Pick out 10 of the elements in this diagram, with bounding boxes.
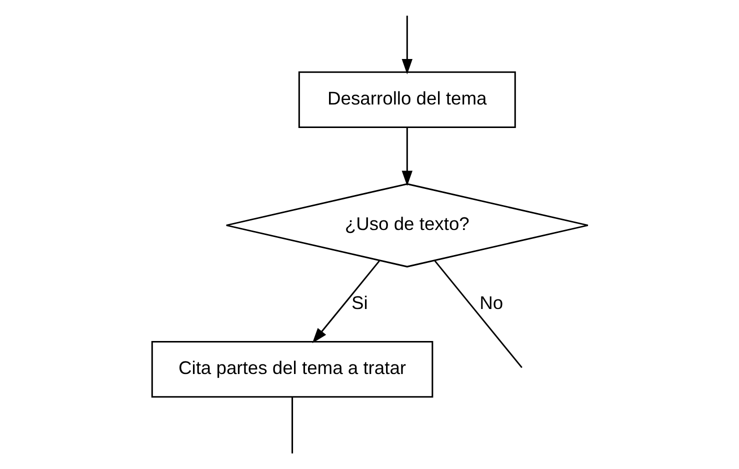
arrow [312,260,380,344]
edge-label: No [479,292,503,313]
node-diamond: ¿Uso de texto? [225,183,588,268]
arrow [401,128,412,186]
connector [291,397,293,454]
node-box: Cita partes del tema a tratar [150,340,433,398]
edge-label: Si [350,292,368,313]
connector [434,260,522,368]
node-box: Desarrollo del tema [298,71,516,128]
arrow [401,16,412,74]
